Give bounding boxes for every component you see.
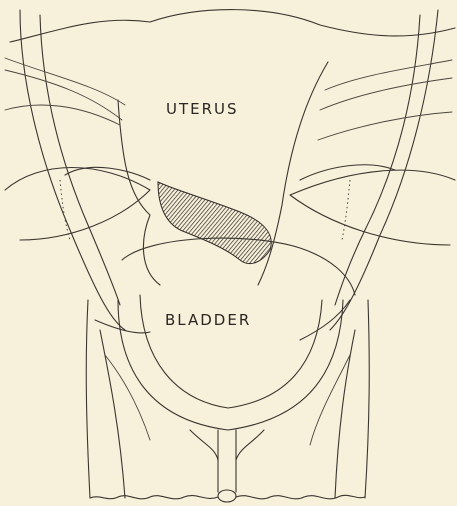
right-tube-inner xyxy=(335,15,420,305)
left-ovary xyxy=(5,168,150,241)
left-wall-outer xyxy=(86,300,90,498)
right-ligament-3 xyxy=(318,112,452,140)
urethra-collar xyxy=(190,430,264,460)
left-wall-2 xyxy=(100,330,125,498)
right-ligament-1 xyxy=(325,60,452,90)
left-ligament-3 xyxy=(5,105,120,125)
left-tube-outer xyxy=(20,10,125,330)
left-arm-fold xyxy=(95,320,150,333)
bladder-label: BLADDER xyxy=(165,311,251,329)
left-ligament-2 xyxy=(5,70,122,120)
right-wall-2 xyxy=(335,330,355,498)
right-wall-outer xyxy=(365,300,369,498)
right-dotted-vessel xyxy=(342,180,350,240)
bottom-cut-line xyxy=(90,495,365,499)
right-ligament-2 xyxy=(320,78,452,110)
left-tube-inner xyxy=(40,15,120,305)
right-tube-outer xyxy=(330,10,438,330)
right-ovary xyxy=(290,170,455,245)
right-fold xyxy=(300,165,395,180)
hatched-region xyxy=(158,182,271,264)
urethra xyxy=(218,430,236,492)
uterus-label: UTERUS xyxy=(166,100,239,118)
left-wall-3 xyxy=(105,355,150,440)
left-ligament-1 xyxy=(5,58,125,105)
left-fold xyxy=(65,167,150,180)
urethral-opening xyxy=(218,490,236,502)
